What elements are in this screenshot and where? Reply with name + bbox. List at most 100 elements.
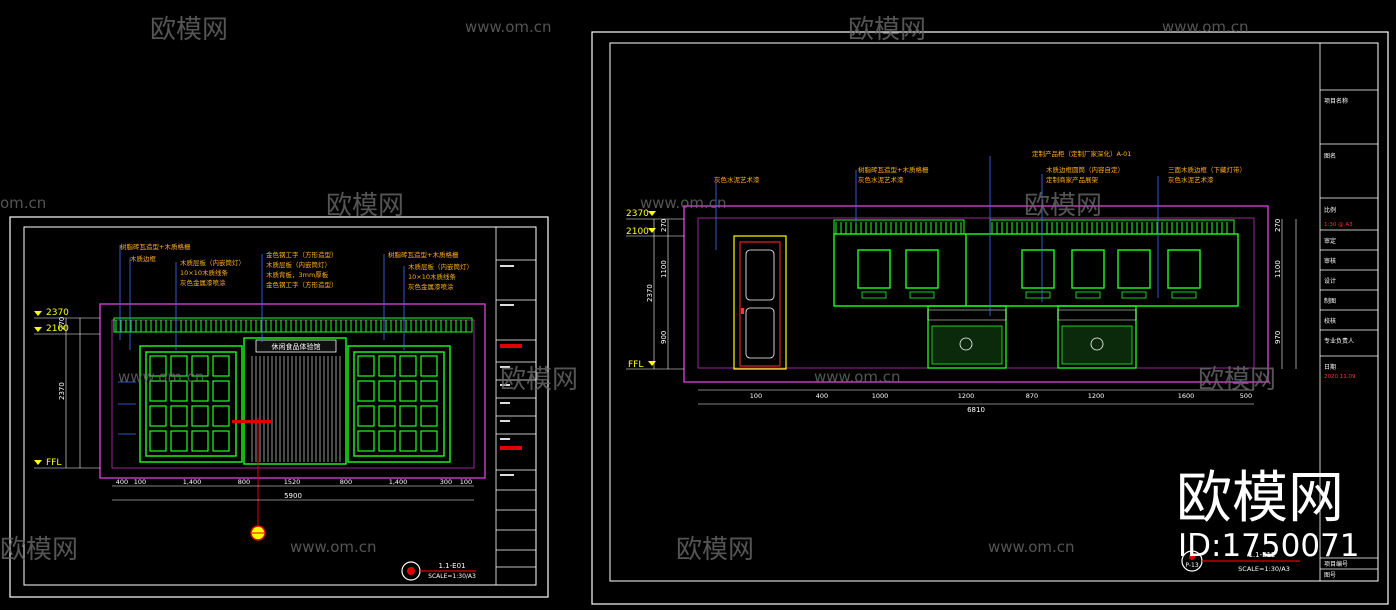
watermark-brand: 欧模网 bbox=[676, 535, 754, 565]
left-note-1: 木质边框 bbox=[130, 254, 157, 263]
left-title-block bbox=[495, 227, 536, 585]
right-dim-v-2370: 2370 bbox=[646, 284, 654, 302]
left-sheet: 2370 2100 FFL 270 2370 bbox=[9, 216, 549, 598]
tb-drawing-name: 图名 bbox=[1324, 152, 1336, 160]
cabinet-cell bbox=[378, 355, 396, 377]
cabinet-cell bbox=[212, 355, 230, 377]
right-display-boxes bbox=[857, 249, 1201, 299]
right-dim-r-970: 970 bbox=[1274, 331, 1282, 344]
tb-sheet-no: 图号 bbox=[1324, 572, 1336, 579]
right-note-product-shelf: 定制商家产品展架 bbox=[1046, 175, 1099, 184]
display-box bbox=[1167, 249, 1201, 289]
watermark-url: www.om.cn bbox=[465, 18, 552, 36]
right-dim-label: 1200 bbox=[958, 392, 975, 400]
cabinet-cell bbox=[399, 405, 417, 427]
display-box-shelf bbox=[1075, 291, 1101, 299]
cabinet-cell bbox=[170, 430, 188, 452]
right-level-ffl: FFL bbox=[628, 360, 643, 370]
left-scale-text: SCALE=1:30/A3 bbox=[428, 573, 476, 580]
right-title-block bbox=[1319, 43, 1378, 581]
left-level-ffl: FFL bbox=[46, 458, 61, 468]
display-box-shelf bbox=[909, 291, 935, 299]
center-note-2: 木质背板，3mm厚板 bbox=[266, 270, 329, 279]
watermark-main: 欧模网 ID:1750071 bbox=[1176, 466, 1360, 564]
watermark-url: www.om.cn bbox=[640, 194, 727, 212]
display-box-shelf bbox=[861, 291, 887, 299]
left-level-2370: 2370 bbox=[46, 308, 69, 318]
right-dim-label: 1000 bbox=[872, 392, 889, 400]
left-dim-v-2370: 2370 bbox=[58, 382, 66, 400]
left-vertical-dims bbox=[65, 318, 81, 468]
right-dim-label: 100 bbox=[750, 392, 762, 400]
left-title-block-red-mark bbox=[500, 446, 522, 450]
left-sheet-border bbox=[9, 216, 549, 598]
display-box bbox=[857, 249, 891, 289]
right-note-0: 树脂砖瓦造型+木质格栅 bbox=[388, 250, 459, 259]
tb-approved: 审定 bbox=[1324, 237, 1336, 245]
watermark-url: www.om.cn bbox=[814, 368, 901, 386]
left-roof-tiles bbox=[113, 317, 473, 333]
right-dim-v-270: 270 bbox=[660, 219, 668, 232]
cabinet-cell bbox=[378, 405, 396, 427]
right-elevation-frame bbox=[683, 205, 1269, 383]
right-sheet: 项目名称 图名 比例 1:30 @ A3 审定 审核 设计 制图 校核 专业负责… bbox=[591, 31, 1389, 605]
cabinet-cell bbox=[191, 430, 209, 452]
cabinet-cell bbox=[212, 380, 230, 402]
right-note-three-side: 三面木质边框（下藏灯带） bbox=[1168, 165, 1246, 174]
right-note-cement-3: 灰色水泥艺术漆 bbox=[1168, 175, 1214, 184]
cabinet-cell bbox=[149, 430, 167, 452]
tb-scale-value: 1:30 @ A3 bbox=[1324, 222, 1353, 228]
left-note-0: 树脂砖瓦造型+木质格栅 bbox=[120, 242, 191, 251]
watermark-brand: 欧模网 bbox=[150, 15, 228, 45]
right-note-3: 灰色金属漆喷涂 bbox=[408, 282, 454, 291]
watermark-id: ID:1750071 bbox=[1178, 528, 1360, 564]
left-title-block-red-mark bbox=[500, 344, 522, 348]
cabinet-cell bbox=[399, 380, 417, 402]
display-box-shelf bbox=[1171, 291, 1197, 299]
right-counters bbox=[927, 305, 1137, 369]
right-level-2370: 2370 bbox=[626, 209, 649, 219]
right-note-wood-frame: 木质边框圆筒（内容自定） bbox=[1046, 165, 1124, 174]
cabinet-cell bbox=[212, 405, 230, 427]
right-title-ref-text: 1.1-E12 bbox=[1249, 551, 1276, 559]
tb-date-value: 2020.11.09 bbox=[1324, 374, 1356, 380]
cabinet-cell bbox=[170, 380, 188, 402]
cabinet-cell bbox=[399, 430, 417, 452]
left-level-2100: 2100 bbox=[46, 324, 69, 334]
right-dim-label: 1200 bbox=[1088, 392, 1105, 400]
left-annotations: 树脂砖瓦造型+木质格栅 木质边框 木质层板（内嵌筒灯） 10×10木质线条 灰色… bbox=[120, 242, 473, 291]
tb-project-name: 项目名称 bbox=[1324, 97, 1348, 105]
right-title-ref: P-13 1.1-E12 SCALE=1:30/A3 bbox=[1181, 550, 1300, 573]
right-dim-label: 400 bbox=[816, 392, 828, 400]
cabinet-cell bbox=[420, 355, 438, 377]
right-dim-v-900: 900 bbox=[660, 331, 668, 344]
right-note-cement-1: 灰色水泥艺术漆 bbox=[858, 175, 904, 184]
watermark-url: www.om.cn bbox=[118, 368, 205, 386]
center-note-1: 木质层板（内嵌筒灯） bbox=[266, 260, 331, 269]
right-dim-r-270: 270 bbox=[1274, 219, 1282, 232]
cabinet-cell bbox=[357, 355, 375, 377]
left-callout-lines bbox=[118, 245, 405, 435]
right-note-cement-2: 灰色水泥艺术漆 bbox=[714, 175, 760, 184]
left-dim-v-270: 270 bbox=[58, 317, 66, 330]
left-dim-label: 300 bbox=[440, 478, 452, 486]
right-upper-cabinets bbox=[833, 233, 1239, 307]
right-scale-text: SCALE=1:30/A3 bbox=[1238, 565, 1290, 573]
display-box bbox=[905, 249, 939, 289]
center-note-0: 金色钢工字（方形造型） bbox=[266, 250, 338, 259]
right-dim-label: 870 bbox=[1026, 392, 1038, 400]
right-sheet-border bbox=[591, 31, 1389, 605]
right-sheet-no: P-13 bbox=[1185, 562, 1198, 569]
right-dim-total: 6810 bbox=[967, 406, 985, 414]
watermarks: 欧模网 www.om.cn 欧模网 www.om.cn om.cn 欧模网 ww… bbox=[0, 15, 1276, 565]
cabinet-cell bbox=[212, 430, 230, 452]
tb-lead: 专业负责人 bbox=[1324, 337, 1354, 345]
tb-project-no: 项目编号 bbox=[1324, 560, 1348, 568]
cabinet-cell bbox=[149, 355, 167, 377]
watermark-brand: 欧模网 bbox=[1024, 191, 1102, 221]
watermark-brand: 欧模网 bbox=[848, 15, 926, 45]
left-dim-label: 800 bbox=[340, 478, 352, 486]
left-title-block-text-bars bbox=[500, 265, 514, 476]
right-bottom-dims bbox=[698, 389, 1254, 405]
